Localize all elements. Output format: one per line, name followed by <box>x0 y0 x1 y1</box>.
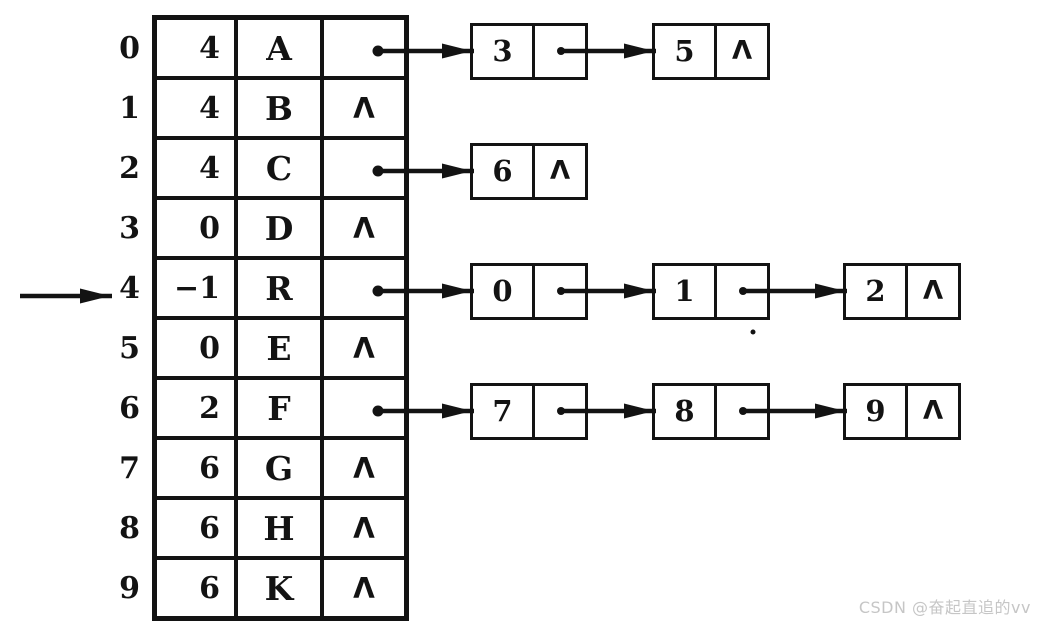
list-node: 8 <box>652 382 770 440</box>
parent-cell: 4 <box>155 138 236 198</box>
node-null-pointer: Λ <box>922 276 944 306</box>
row-index-label: 7 <box>119 450 140 486</box>
child-list-arrow-head <box>442 403 472 419</box>
node-next-pointer <box>535 26 585 77</box>
child-null-cell: Λ <box>322 438 406 498</box>
node-value: 2 <box>846 265 908 317</box>
next-node-arrow-head <box>624 403 654 419</box>
node-value: 8 <box>655 385 717 437</box>
node-value: 9 <box>846 385 908 437</box>
next-node-arrow-head <box>815 403 845 419</box>
node-null-pointer: Λ <box>549 156 571 186</box>
row-index-label: 3 <box>119 210 140 246</box>
row-index-label: 6 <box>119 390 140 426</box>
data-cell: C <box>236 138 322 198</box>
data-cell: F <box>236 378 322 438</box>
parent-cell: 6 <box>155 498 236 558</box>
row-index-label: 1 <box>119 90 140 126</box>
next-node-arrow-head <box>624 283 654 299</box>
parent-cell: 2 <box>155 378 236 438</box>
row-index-label: 8 <box>119 510 140 546</box>
node-null-pointer: Λ <box>731 36 753 66</box>
data-cell: E <box>236 318 322 378</box>
child-pointer-cell <box>322 138 406 198</box>
parent-cell: 0 <box>155 318 236 378</box>
node-value: 5 <box>655 25 717 77</box>
child-null-cell: Λ <box>322 558 406 618</box>
list-node: 7 <box>470 382 588 440</box>
row-index-label: 0 <box>119 30 140 66</box>
parent-cell: 6 <box>155 438 236 498</box>
node-next-pointer <box>535 266 585 317</box>
parent-cell: 6 <box>155 558 236 618</box>
next-node-arrow-head <box>624 43 654 59</box>
node-value: 0 <box>473 265 535 317</box>
node-next-pointer <box>717 266 767 317</box>
node-value: 7 <box>473 385 535 437</box>
child-pointer-cell <box>322 258 406 318</box>
node-value: 1 <box>655 265 717 317</box>
stray-ink-dot <box>750 329 756 335</box>
data-cell: H <box>236 498 322 558</box>
parent-cell: 4 <box>155 78 236 138</box>
data-cell: G <box>236 438 322 498</box>
parent-cell: 0 <box>155 198 236 258</box>
row-index-label: 2 <box>119 150 140 186</box>
child-pointer-cell <box>322 18 406 78</box>
data-cell: D <box>236 198 322 258</box>
list-node: 1 <box>652 262 770 320</box>
data-cell: R <box>236 258 322 318</box>
child-null-cell: Λ <box>322 498 406 558</box>
child-null-cell: Λ <box>322 198 406 258</box>
child-null-cell: Λ <box>322 318 406 378</box>
node-value: 6 <box>473 145 535 197</box>
child-list-arrow-head <box>442 43 472 59</box>
child-list-arrow-head <box>442 163 472 179</box>
parent-cell: 4 <box>155 18 236 78</box>
row-index-label: 4 <box>119 270 140 306</box>
list-node: 0 <box>470 262 588 320</box>
node-next-pointer <box>535 386 585 437</box>
row-index-label: 9 <box>119 570 140 606</box>
data-cell: K <box>236 558 322 618</box>
child-list-arrow-head <box>442 283 472 299</box>
parent-cell: −1 <box>155 258 236 318</box>
child-pointer-cell <box>322 378 406 438</box>
data-cell: B <box>236 78 322 138</box>
row-index-label: 5 <box>119 330 140 366</box>
list-node: 3 <box>470 22 588 80</box>
node-next-pointer <box>717 386 767 437</box>
next-node-arrow-head <box>815 283 845 299</box>
data-cell: A <box>236 18 322 78</box>
node-value: 3 <box>473 25 535 77</box>
watermark: CSDN @奋起直追的vv <box>858 598 1031 617</box>
node-null-pointer: Λ <box>922 396 944 426</box>
child-null-cell: Λ <box>322 78 406 138</box>
